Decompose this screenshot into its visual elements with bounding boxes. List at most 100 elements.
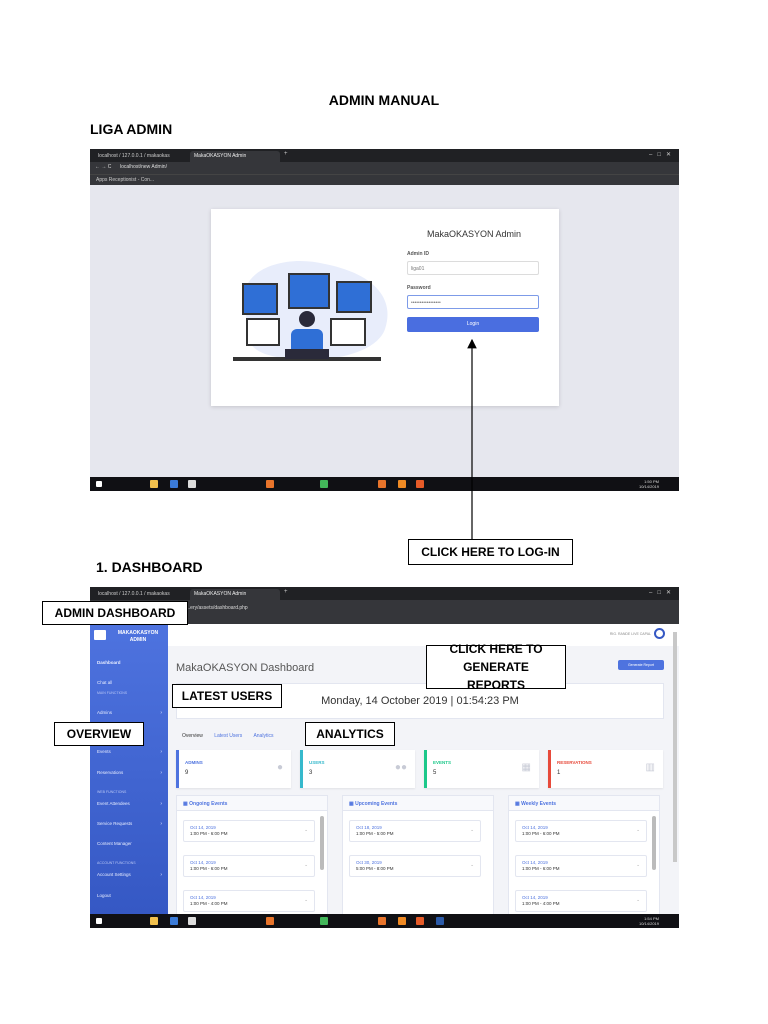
event-date: Oct 14, 2019 [190, 825, 216, 830]
login-title: MakaOKASYON Admin [427, 229, 522, 239]
panel-title: ▦ Weekly Events [509, 796, 659, 811]
calendar-icon: ▦ [521, 762, 531, 773]
nav-arrows-icon[interactable]: ← → C [95, 164, 112, 170]
xampp-icon[interactable] [416, 480, 424, 488]
sidebar-item[interactable]: Account Settings [97, 872, 131, 877]
sublime-icon[interactable] [398, 480, 406, 488]
chevron-down-icon[interactable]: ⌄ [304, 897, 308, 902]
callout-overview: OVERVIEW [54, 722, 144, 746]
chevron-down-icon[interactable]: ⌄ [304, 827, 308, 832]
illustrator-icon[interactable] [266, 480, 274, 488]
address-text: localhost/new Admin/ [120, 164, 167, 170]
browser-tab[interactable]: localhost / 127.0.0.1 / makaokas [98, 153, 170, 159]
user-name[interactable]: RIG. RANDE LIVE CAPAL [609, 632, 651, 636]
clock-time: 1:50 PM [644, 479, 659, 484]
sidebar-item[interactable]: Content Manager [97, 841, 132, 846]
chevron-down-icon[interactable]: ⌄ [636, 862, 640, 867]
event-time: 1:00 PM - 6:00 PM [190, 831, 228, 836]
app-icon[interactable] [320, 480, 328, 488]
panel-scrollbar[interactable] [320, 816, 324, 870]
sidebar-item[interactable]: Reservations [97, 770, 124, 775]
bookmarks-text[interactable]: Apps Receptionist - Con... [96, 177, 155, 183]
avatar[interactable] [654, 628, 665, 639]
chevron-down-icon[interactable]: ⌄ [470, 862, 474, 867]
sidebar-item[interactable]: Chat all [97, 680, 113, 685]
window-controls-icon[interactable]: – □ ✕ [649, 152, 671, 158]
chevron-right-icon: › [160, 872, 162, 878]
stat-value: 1 [557, 770, 561, 776]
start-icon[interactable] [96, 481, 102, 487]
window-controls-icon[interactable]: – □ ✕ [649, 590, 671, 596]
chevron-down-icon[interactable]: ⌄ [636, 827, 640, 832]
stat-label: USERS [309, 760, 325, 765]
sublime-icon[interactable] [398, 917, 406, 925]
taskbar-clock: 1:54 PM 10/14/2019 [639, 916, 659, 926]
calendar-icon: ▦ [515, 801, 522, 807]
callout-generate-reports: CLICK HERE TO GENERATE REPORTS [426, 642, 566, 692]
document-title: ADMIN MANUAL [328, 92, 440, 108]
page-scrollbar[interactable] [673, 632, 677, 862]
trash-icon: ▥ [645, 762, 655, 773]
sidebar-item[interactable]: Events [97, 749, 111, 754]
chrome-icon[interactable] [378, 480, 386, 488]
stat-value: 3 [309, 770, 313, 776]
browser-tab-active[interactable]: MakaOKASYON Admin [190, 589, 280, 600]
address-bar[interactable]: ...ery/assets/dashboard.php [90, 600, 679, 624]
password-input[interactable]: ••••••••••••••••• [407, 295, 539, 309]
sidebar-item[interactable]: Event Attendees [97, 801, 130, 806]
generate-report-button[interactable]: Generate Report [618, 660, 664, 670]
tab-overview[interactable]: Overview [182, 733, 203, 739]
tab-analytics[interactable]: Analytics [253, 733, 274, 739]
app-icon[interactable] [320, 917, 328, 925]
sidebar-item[interactable]: Admins [97, 710, 113, 715]
dashboard-screenshot: localhost / 127.0.0.1 / makaokas MakaOKA… [90, 587, 679, 928]
xampp-icon[interactable] [416, 917, 424, 925]
folder-icon[interactable] [150, 917, 158, 925]
chevron-down-icon[interactable]: ⌄ [470, 827, 474, 832]
sidebar-section-label: WEB FUNCTIONS [97, 790, 127, 794]
sidebar-item[interactable]: Dashboard [97, 660, 121, 665]
new-tab-icon[interactable]: + [284, 589, 288, 595]
callout-latest-users: LATEST USERS [172, 684, 282, 708]
panel-scrollbar[interactable] [652, 816, 656, 870]
store-icon[interactable] [188, 917, 196, 925]
browser-tab[interactable]: localhost / 127.0.0.1 / makaokas [98, 591, 170, 597]
edge-icon[interactable] [170, 917, 178, 925]
tab-latest-users[interactable]: Latest Users [214, 733, 243, 739]
start-icon[interactable] [96, 918, 102, 924]
chevron-down-icon[interactable]: ⌄ [304, 862, 308, 867]
edge-icon[interactable] [170, 480, 178, 488]
chrome-icon[interactable] [378, 917, 386, 925]
section-heading-dashboard: 1. DASHBOARD [96, 559, 203, 575]
illustrator-icon[interactable] [266, 917, 274, 925]
clock-time: 1:54 PM [644, 916, 659, 921]
login-button[interactable]: Login [407, 317, 539, 332]
word-icon[interactable] [436, 917, 444, 925]
topbar: RIG. RANDE LIVE CAPAL [168, 624, 679, 646]
sidebar-item[interactable]: Service Requests [97, 821, 133, 826]
chevron-down-icon[interactable]: ⌄ [636, 897, 640, 902]
folder-icon[interactable] [150, 480, 158, 488]
admin-illustration-icon [233, 261, 388, 361]
new-tab-icon[interactable]: + [284, 151, 288, 157]
address-bar[interactable]: ← → C localhost/new Admin/ [90, 162, 679, 174]
admin-id-input[interactable]: liga01 [407, 261, 539, 275]
login-card: MakaOKASYON Admin Admin ID liga01 Passwo… [211, 209, 559, 406]
browser-tab-active[interactable]: MakaOKASYON Admin [190, 151, 280, 162]
sidebar-item[interactable]: Logout [97, 893, 111, 898]
store-icon[interactable] [188, 480, 196, 488]
